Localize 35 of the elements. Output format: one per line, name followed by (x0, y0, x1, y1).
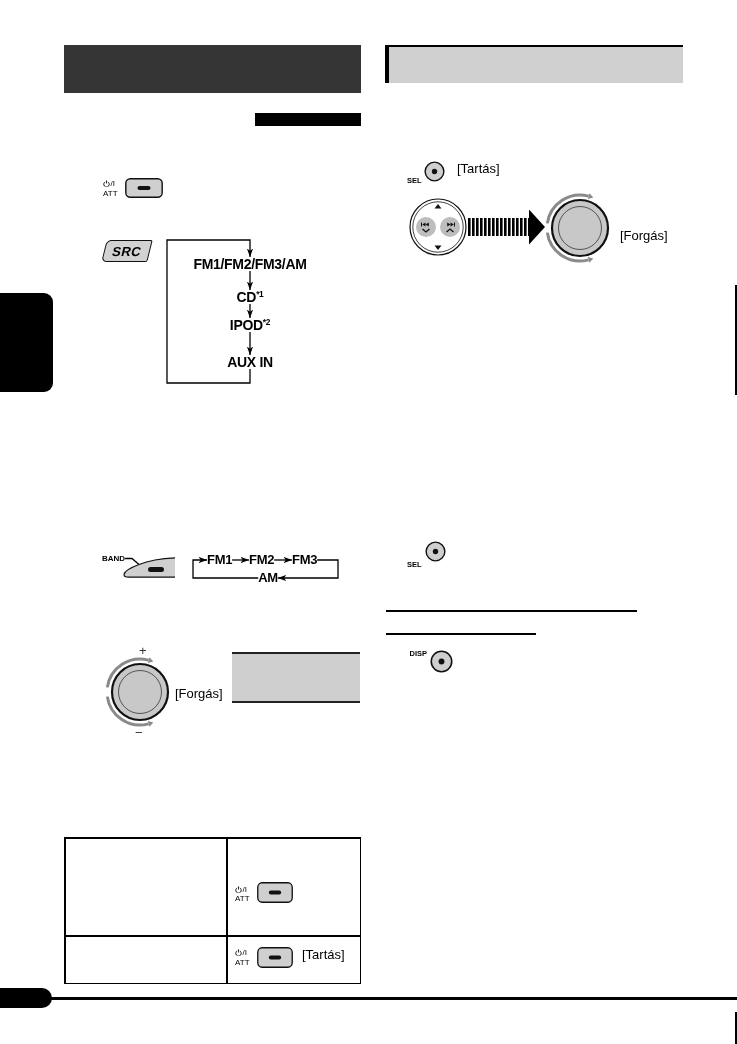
leader-line (124, 557, 140, 566)
action-label: [Tartás] (302, 947, 345, 962)
button-label: ATT (235, 957, 250, 967)
side-tab (0, 293, 53, 392)
arrow (273, 556, 293, 564)
block-arrow (467, 209, 545, 245)
band-label: FM3 (292, 553, 318, 567)
band-button-drawing (123, 557, 175, 578)
source-label: CD$^{*1}$ (236, 290, 264, 304)
plus-sign: + (139, 645, 147, 657)
source-label: FM1/FM2/FM3/AM (193, 257, 307, 271)
button-label: /I (242, 948, 247, 957)
arrow (246, 270, 254, 291)
action-label: [Tartás] (457, 161, 500, 176)
action-label: [Forgás] (175, 686, 223, 701)
arrow (246, 331, 254, 356)
arrow (277, 559, 339, 582)
button-label: ATT (103, 188, 118, 198)
button-label: /I (110, 178, 115, 188)
arrow (231, 556, 250, 564)
band-label: AM (258, 571, 278, 585)
src-button: SRC (101, 240, 153, 262)
action-label: [Forgás] (620, 228, 668, 243)
button-label: ATT (235, 894, 250, 903)
button-label: BAND (102, 554, 126, 563)
control-pad-drawing (409, 198, 467, 256)
arrow (166, 239, 254, 384)
arrow (246, 303, 254, 319)
source-label: AUX IN (227, 355, 273, 369)
minus-sign: − (135, 727, 143, 739)
source-label: IPOD$^{*2}$ (229, 318, 271, 332)
button-label: /I (242, 884, 247, 894)
band-label: FM1 (207, 553, 233, 567)
arrow (192, 556, 259, 579)
band-label: FM2 (249, 553, 275, 567)
